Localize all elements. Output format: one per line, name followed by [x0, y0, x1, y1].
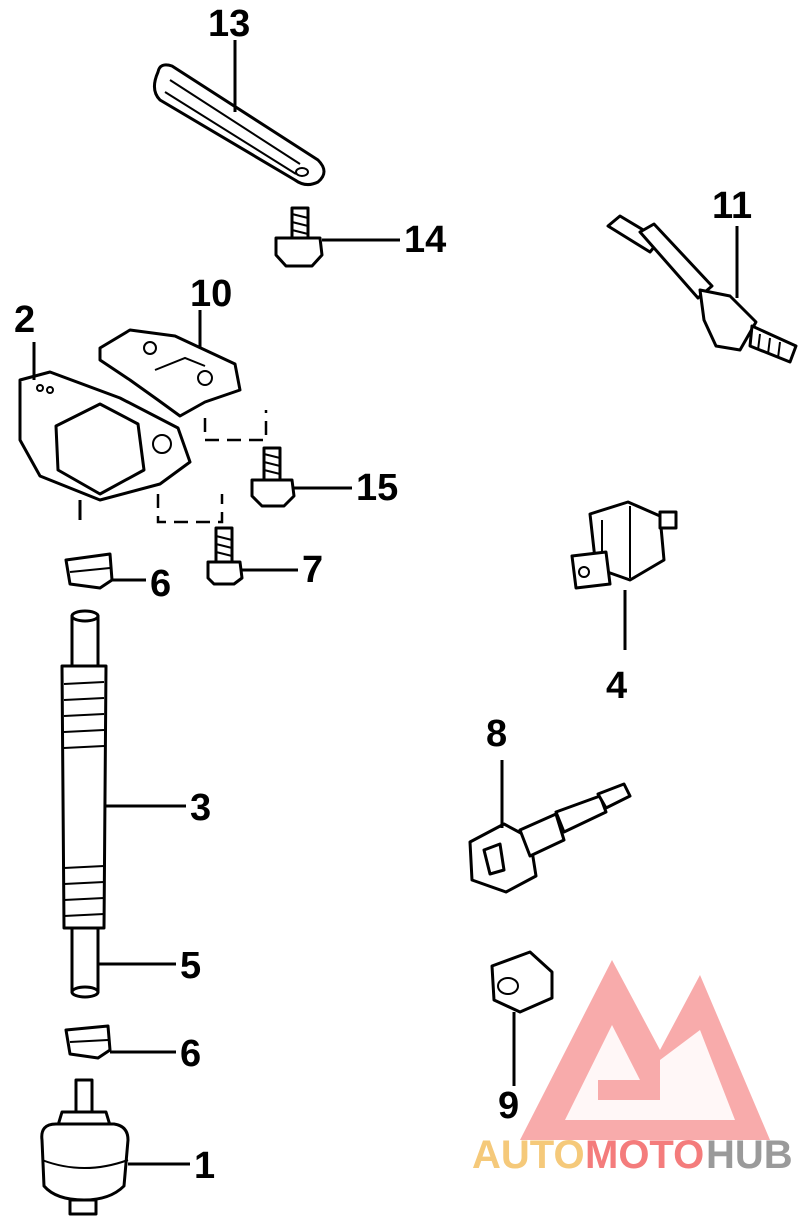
callout-10: 10 [190, 273, 232, 315]
callout-1: 1 [194, 1145, 215, 1187]
callout-5: 5 [180, 945, 201, 987]
watermark-auto: AUTO [472, 1133, 585, 1177]
watermark-text: AUTO MOTO HUB [472, 1133, 793, 1177]
part-13-bracket [153, 63, 326, 187]
callout-13: 13 [208, 3, 250, 45]
watermark-moto: MOTO [585, 1133, 704, 1177]
part-9-grommet [490, 950, 554, 1014]
callout-4: 4 [606, 665, 627, 707]
callout-14: 14 [404, 219, 446, 261]
watermark-hub: HUB [706, 1133, 793, 1177]
part-11-cable [606, 214, 798, 364]
part-15-bolt [250, 446, 296, 508]
callout-6-lower: 6 [180, 1033, 201, 1075]
part-14-bolt [274, 206, 324, 268]
part-1-valve [40, 1078, 130, 1216]
part-10-bracket [98, 328, 242, 418]
part-2-sensor [18, 370, 192, 520]
part-6-clamp-lower [64, 1024, 112, 1060]
callout-11: 11 [712, 185, 752, 227]
watermark-logo [520, 960, 770, 1140]
callout-6-upper: 6 [150, 563, 171, 605]
part-4-sensor [570, 500, 678, 590]
callout-3: 3 [190, 787, 211, 829]
part-3-hose [60, 609, 108, 930]
callout-8: 8 [486, 713, 507, 755]
part-5-pipe [70, 926, 100, 999]
part-6-clamp-upper [64, 552, 114, 590]
part-8-sensor [468, 782, 632, 894]
callout-9: 9 [498, 1085, 519, 1127]
callout-2: 2 [14, 299, 35, 341]
callout-7: 7 [302, 549, 323, 591]
callout-15: 15 [356, 467, 398, 509]
part-7-bolt [206, 526, 244, 586]
